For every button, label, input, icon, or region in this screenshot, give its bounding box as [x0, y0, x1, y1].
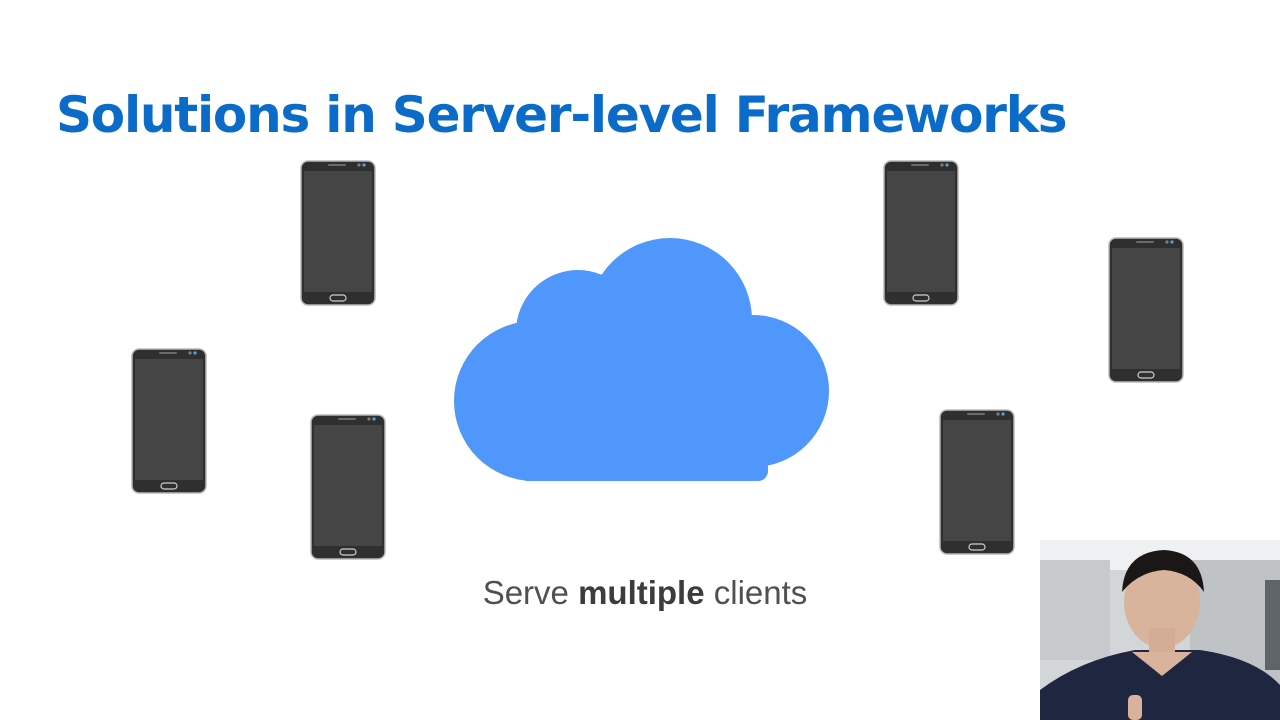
cloud-icon	[448, 236, 832, 484]
slide-caption: Serve multiple clients	[0, 572, 1280, 614]
smartphone-icon	[310, 414, 386, 560]
smartphone-icon	[883, 160, 959, 306]
smartphone-icon	[939, 409, 1015, 555]
smartphone-icon	[300, 160, 376, 306]
smartphone-icon	[1108, 237, 1184, 383]
caption-text-before: Serve	[482, 574, 579, 611]
caption-emphasis: multiple	[578, 574, 705, 611]
caption-text-after: clients	[704, 574, 808, 611]
cloud-shape	[454, 238, 829, 481]
presenter-webcam	[1040, 540, 1280, 720]
smartphone-icon	[131, 348, 207, 494]
slide-title: Solutions in Server-level Frameworks	[56, 86, 1068, 144]
